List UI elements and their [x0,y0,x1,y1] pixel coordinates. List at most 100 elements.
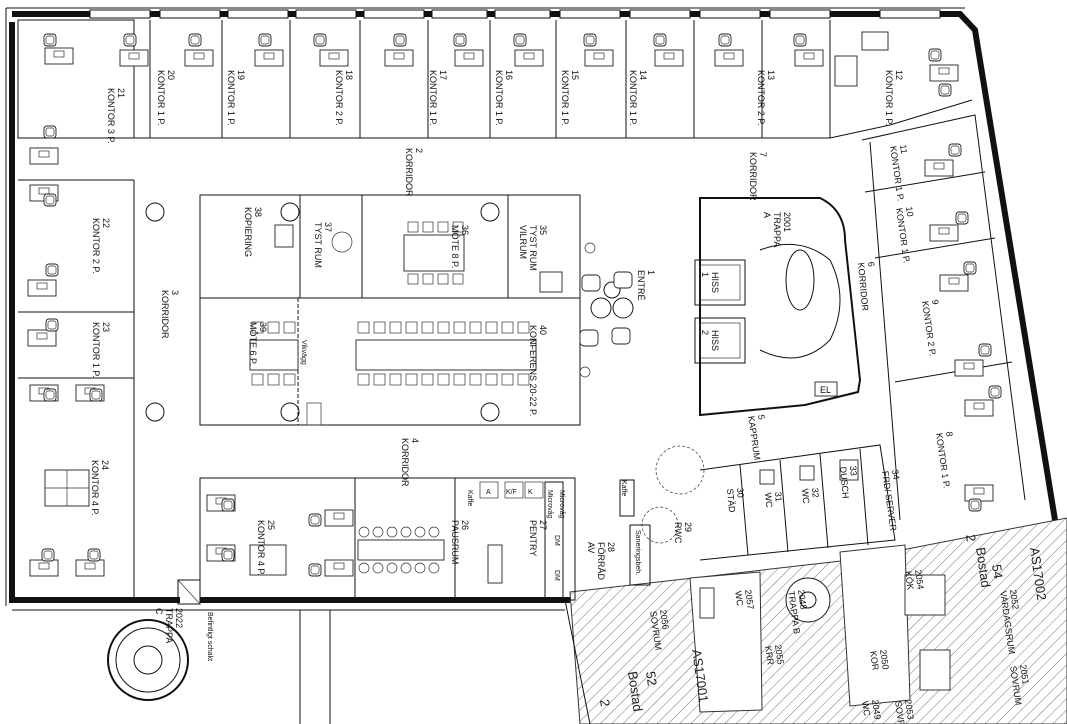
room-6-number: 6 [866,261,876,267]
room-17-name: KONTOR 1 P. [428,70,438,126]
hiss-1-number: 1 [700,272,710,277]
left-office-column [18,179,135,600]
room-35-number: 35 [538,225,548,235]
window-markers [89,9,941,19]
neighbor-as1-label: AS17001 [689,648,711,703]
hiss-2-number: 2 [700,330,710,335]
misc-labels: Vikvägg EL Kaffe Kaffe Saneringsbeh. Mic… [206,340,831,661]
kaffe-label-2: Kaffe [620,480,627,496]
room-19-number: 19 [236,70,246,80]
room-9-number: 9 [930,299,941,305]
room-36-number: 36 [460,225,470,235]
room-2053-name: SOVRUM [893,700,908,724]
room-4-name: KORRIDOR [400,438,410,487]
stair-2001-name2: A [762,212,772,218]
room-38-number: 38 [253,207,263,217]
neighbor-as2-label: AS17002 [1027,546,1049,601]
neighbor-52-number: 52 [643,670,660,686]
room-2056-number: 2056 [658,609,671,630]
room-8-name: KONTOR 1 P. [934,432,952,489]
room-30-number: 30 [735,487,746,498]
room-3-name: KORRIDOR [160,290,170,339]
neighbor-bostad-52: Bostad [625,670,645,712]
neighbor-2b: 2 [597,698,613,707]
kaffe-label: Kaffe [466,490,473,506]
room-18-number: 18 [344,70,354,80]
room-37-name: TYST RUM [313,222,323,268]
central-core [199,194,581,426]
room-2052-number: 2052 [1008,589,1021,610]
room-35-name: TYST RUM [528,225,538,271]
room-33-name: DUSCH [838,466,851,499]
room-34-number: 34 [890,469,901,480]
room-32-number: 32 [810,487,821,498]
room-29-name: RWC [673,522,683,544]
room-14-number: 14 [638,70,648,80]
room-33-number: 33 [848,465,859,476]
room-2055-number: 2055 [773,644,786,665]
room-13-name: KONTOR 2 P. [756,70,766,126]
room-2057-name: WC [733,590,745,607]
room-16-number: 16 [504,70,514,80]
room-35-name2: VILRUM [518,225,528,259]
room-20-number: 20 [166,70,176,80]
room-40-name: KONFERENS 20-22 P. [528,325,538,416]
room-21-name: KONTOR 3 P. [106,88,116,144]
befintligt-schakt-label: Befintligt schakt [206,612,213,661]
dm-label: DM [553,535,560,546]
room-28-name2: AV [586,542,596,553]
room-5-number: 5 [756,414,767,420]
room-2054-name: KÖK [903,570,916,590]
room-24-name: KONTOR 4 P. [90,460,100,516]
room-2048-number: 2048 [796,589,809,610]
room-2054-number: 2054 [913,569,926,590]
room-6-name: KORRIDOR [856,262,870,312]
a-label: A [486,489,491,496]
entrance-lounge [579,242,634,378]
right-office-column [861,114,1026,521]
microvag-label-2: Microvåg [546,490,554,519]
microvag-label: Microvåg [558,490,566,519]
stair-2022-name: TRAPPA [164,608,174,643]
hiss-1-name: HISS [710,272,720,293]
room-15-number: 15 [570,70,580,80]
room-36-name: MÖTE 8 P. [450,225,460,268]
room-29-number: 29 [683,522,693,532]
hiss-2-name: HISS [710,330,720,351]
room-40-number: 40 [538,325,548,335]
room-31-number: 31 [773,491,784,502]
room-25-number: 25 [266,520,276,530]
el-label: EL [820,385,831,395]
dm-label-2: DM [553,570,560,581]
room-2053-number: 2053 [903,699,916,720]
k-label: K [528,489,533,496]
columns [145,202,500,422]
room-2051-number: 2051 [1018,664,1031,685]
service-block [619,444,896,586]
room-2050-number: 2050 [878,649,891,670]
room-19-name: KONTOR 1 P. [226,70,236,126]
room-27-number: 27 [538,520,548,530]
room-2055-name: KRR [763,645,776,666]
room-8-number: 8 [944,431,955,437]
neighbor-54-number: 54 [989,563,1006,579]
room-27-name: PENTRY [528,520,538,556]
room-5-name: KAPPRUM [746,415,762,460]
room-2-name: KORRIDOR [404,148,414,197]
room-1-number: 1 [646,270,656,275]
room-7-name: KORRIDOR [748,152,758,201]
room-2049-name: WC [860,700,872,717]
neighbor-2a: 2 [963,533,979,542]
room-22-name: KONTOR 2 P. [91,218,101,274]
room-20-name: KONTOR 1 P. [156,70,166,126]
vikvagg-label: Vikvägg [300,340,307,365]
room-25-name: KONTOR 4 P. [256,520,266,576]
room-2050-name: KOR [868,650,881,671]
room-37-number: 37 [323,222,333,232]
room-24-number: 24 [100,460,110,470]
room-16-name: KONTOR 1 P. [494,70,504,126]
stair-2022-name2: C [154,608,164,615]
room-32-name: WC [800,488,811,504]
stair-core [694,197,862,417]
